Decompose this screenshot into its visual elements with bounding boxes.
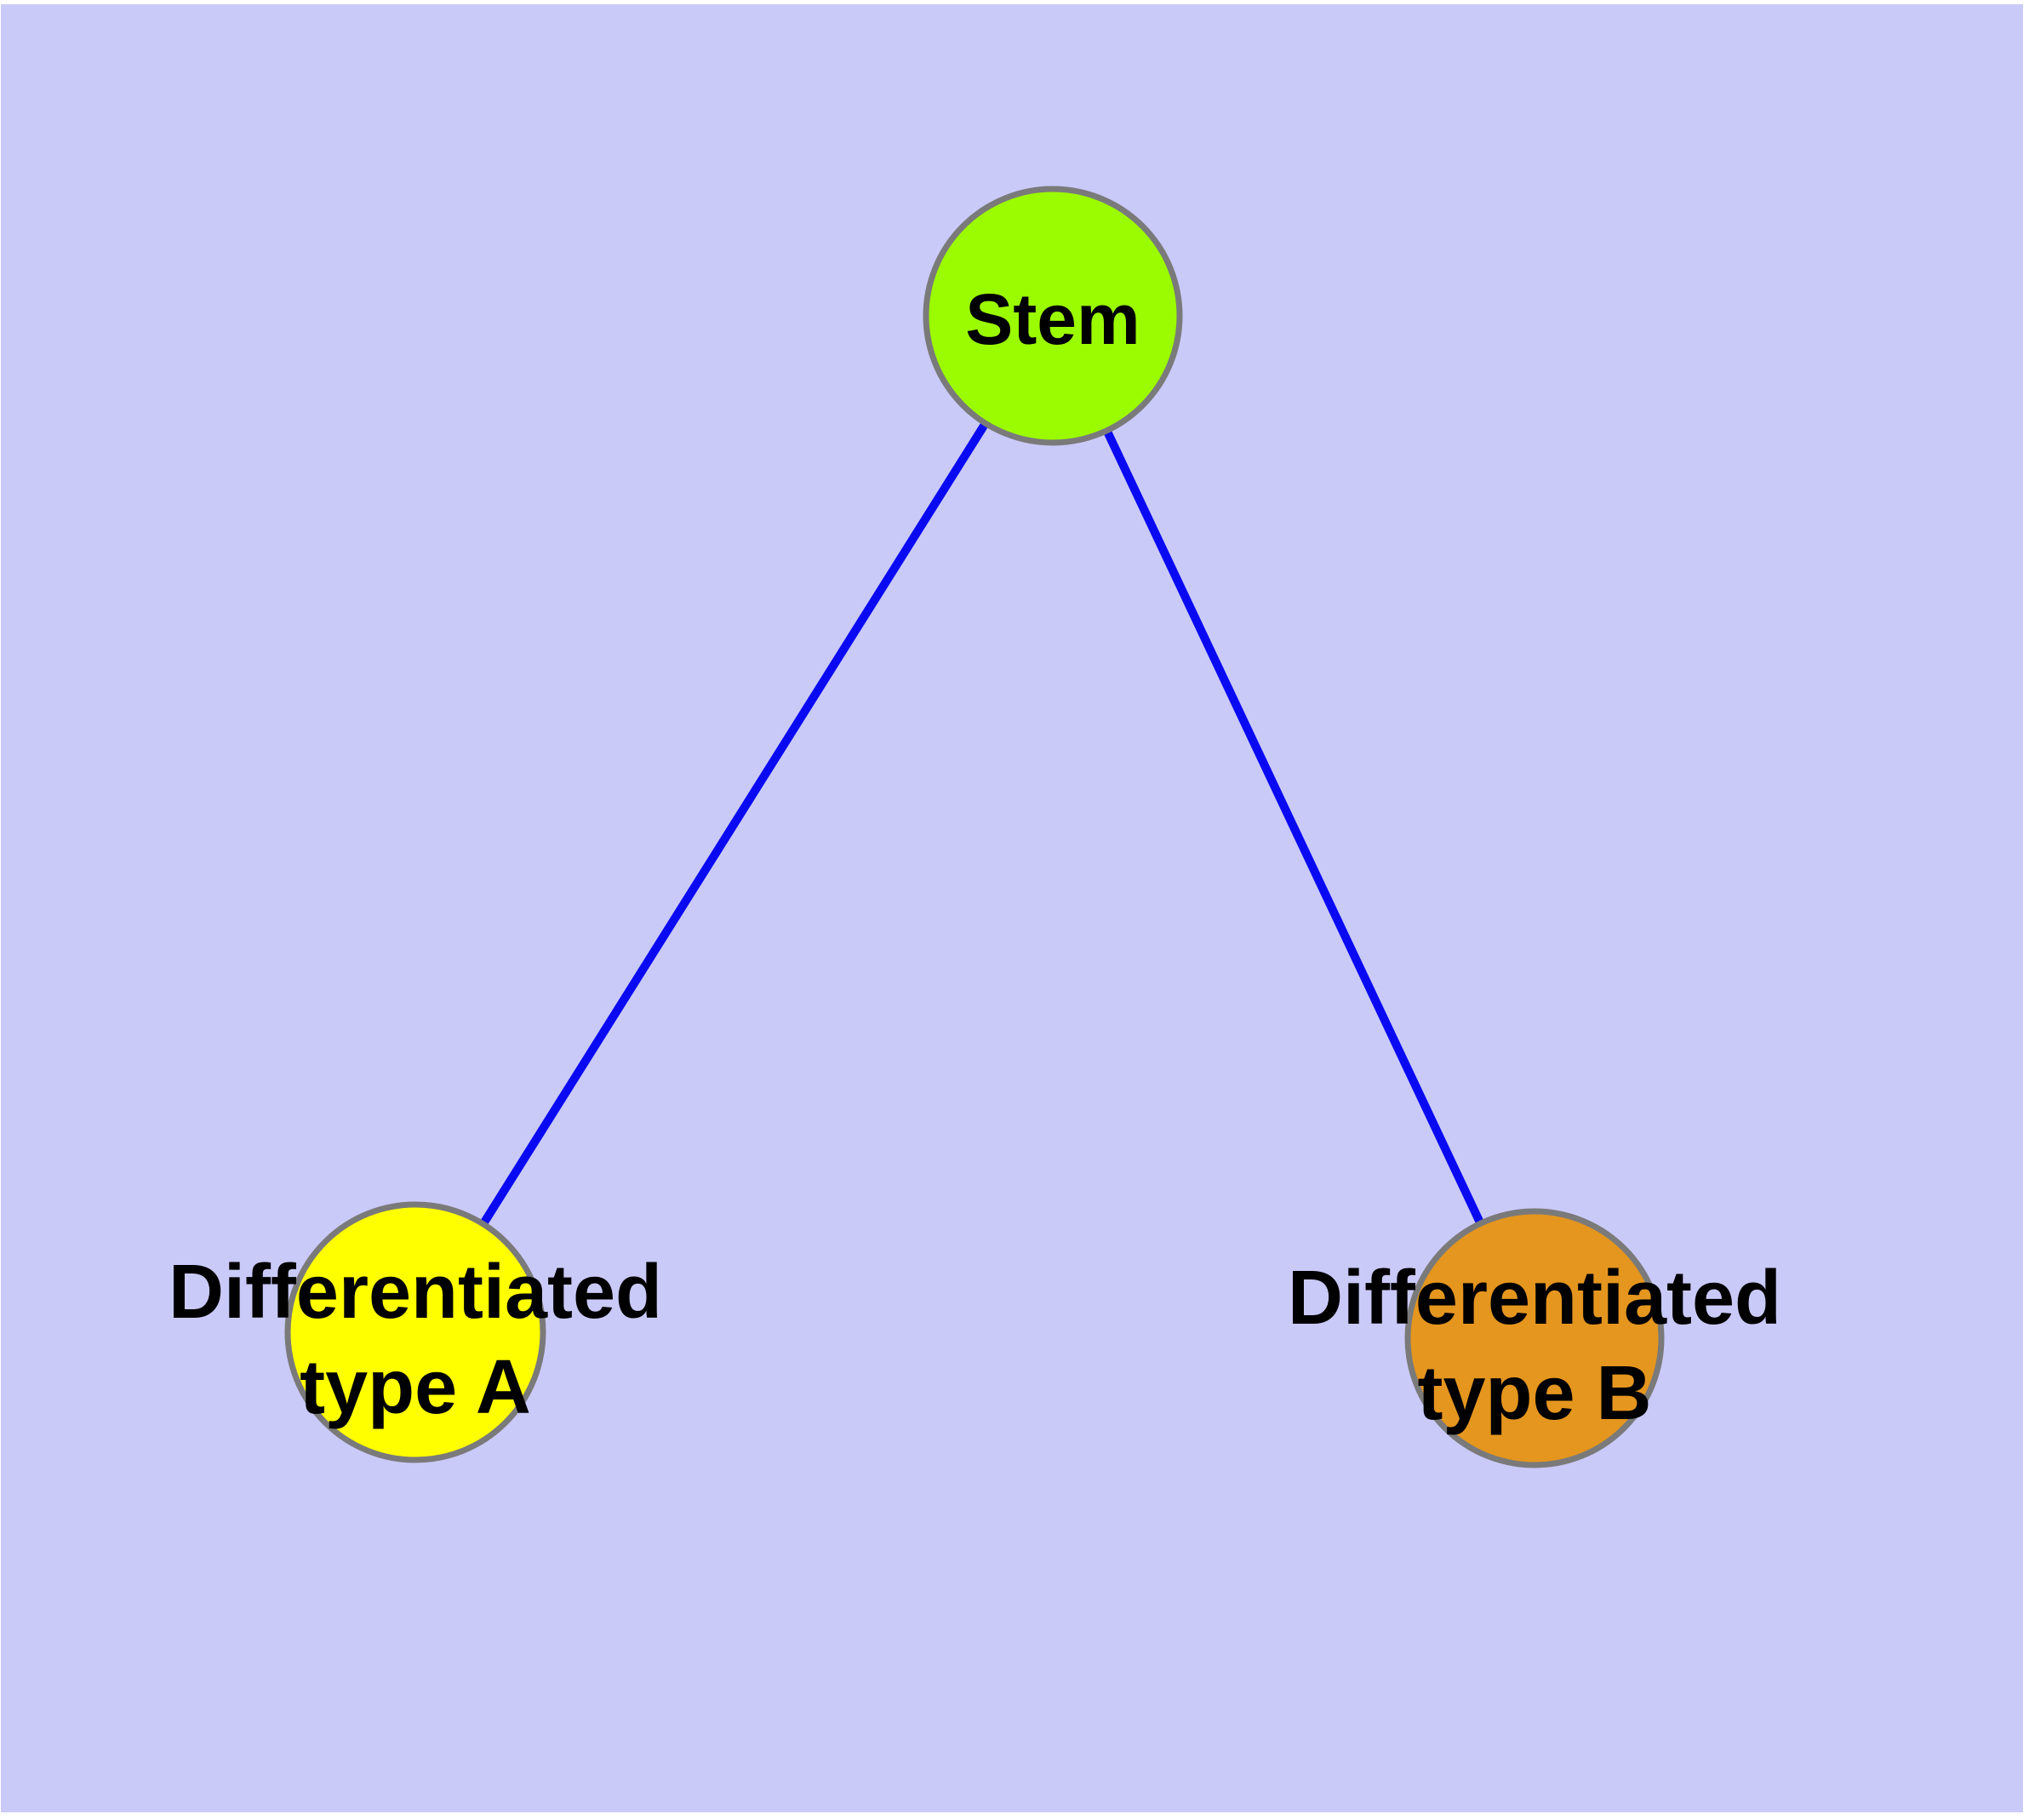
node-stem-label: Stem [965,279,1140,359]
edge-stem-to-differentiated-type-a [411,313,1057,1335]
node-differentiated-type-a-label-line1: Differentiated [169,1250,662,1335]
node-layer [284,186,1665,1468]
node-differentiated-type-b-label-line1: Differentiated [1288,1256,1781,1341]
node-differentiated-type-a-label-line2: type A [300,1345,531,1430]
label-layer: Stem Differentiated type A Differentiate… [169,279,1781,1436]
edge-layer [411,313,1539,1341]
edge-stem-to-differentiated-type-b [1049,313,1539,1341]
node-stem [923,186,1183,446]
node-differentiated-type-b-label-line2: type B [1417,1351,1651,1436]
node-differentiated-type-a [284,1201,546,1463]
node-differentiated-type-b [1404,1208,1665,1468]
